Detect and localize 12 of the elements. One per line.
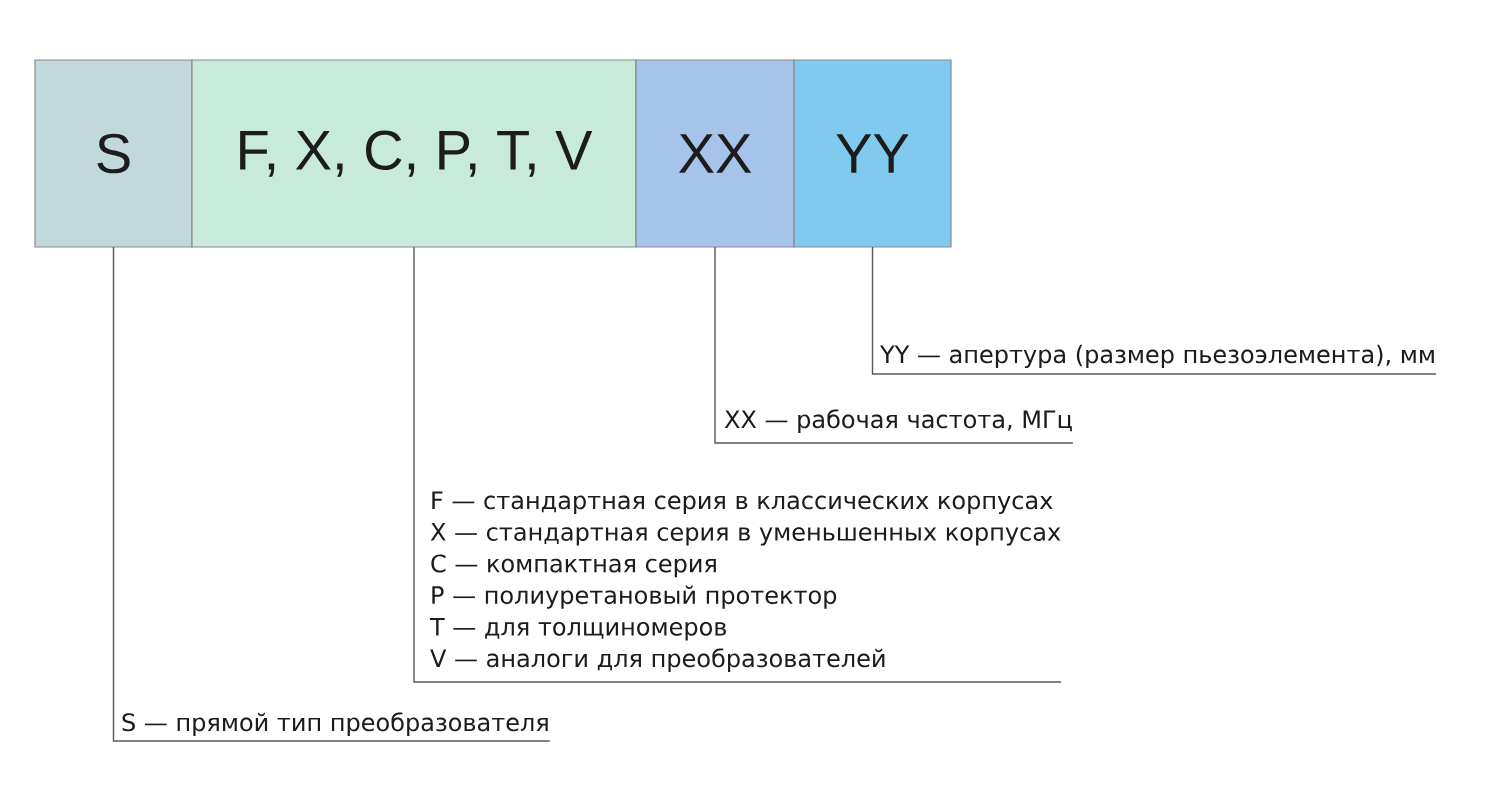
code-box: S — [34, 59, 193, 248]
description-text: F — стандартная серия в классических корпусах X — стандартная серия в уменьшенных корпусах C — компактная серия P — полиуретановый протектор T — для толщиномеров V — аналоги для преобразователей — [429, 491, 1061, 672]
leader-line — [714, 246, 1074, 444]
description-text: XX — рабочая частота, МГц — [724, 409, 1072, 433]
leader-line — [871, 246, 1437, 375]
code-box: F, X, C, P, T, V — [191, 59, 637, 248]
description-text: S — прямой тип преобразователя — [122, 712, 548, 736]
code-box: XX — [635, 59, 795, 248]
leader-line — [413, 246, 1062, 683]
code-box: YY — [793, 59, 952, 248]
leader-line — [112, 246, 551, 742]
description-text: YY — апертура (размер пьезоэлемента), мм — [880, 344, 1434, 368]
